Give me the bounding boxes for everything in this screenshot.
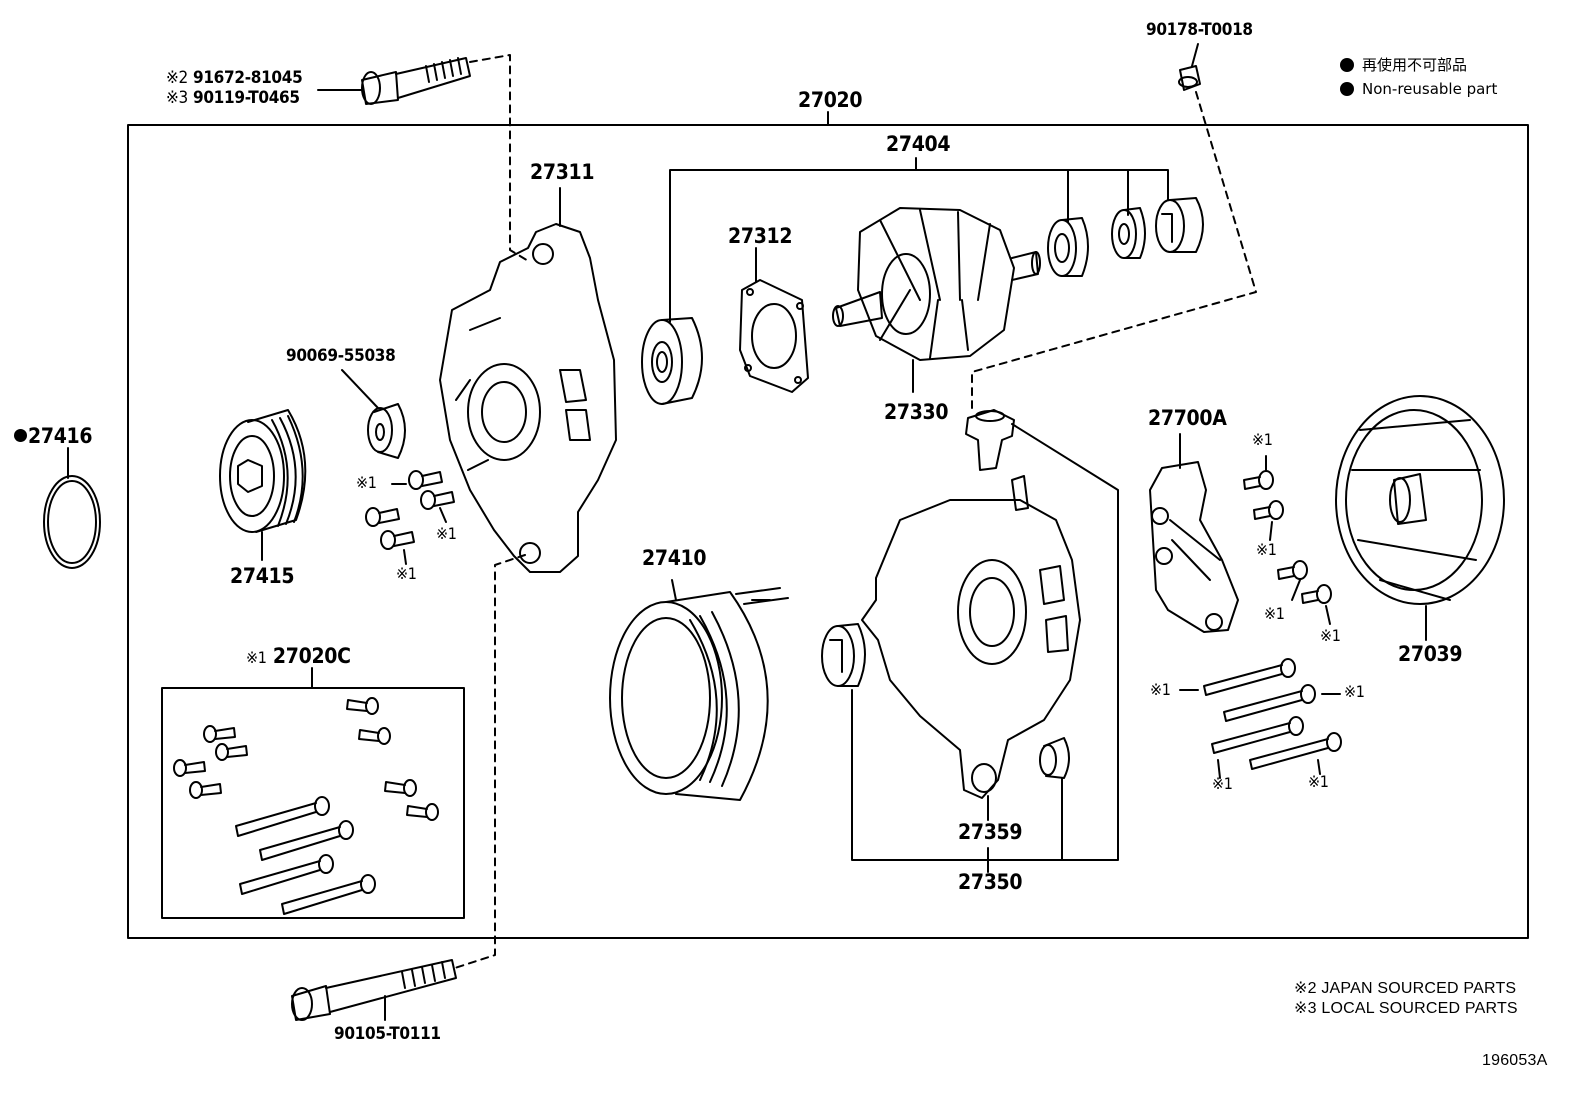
legend-line-1: 再使用不可部品 — [1362, 56, 1468, 74]
legend-non-reusable-en: Non-reusable part — [1340, 80, 1497, 98]
rear-end-frame — [861, 475, 1081, 821]
front-bearing — [641, 317, 703, 405]
o-ring — [43, 447, 101, 569]
marker-1: ※1 — [1212, 774, 1233, 793]
footnote-japan-sourced: ※2 JAPAN SOURCED PARTS — [1294, 980, 1517, 997]
label-27416-text: 27416 — [28, 424, 93, 448]
footnote-local-sourced: ※3 LOCAL SOURCED PARTS — [1294, 1000, 1518, 1017]
top-bolt — [317, 57, 471, 105]
label-27311: 27311 — [530, 160, 595, 184]
mark-2: ※2 — [166, 68, 188, 88]
rotor — [832, 207, 1041, 393]
label-27350: 27350 — [958, 870, 1023, 894]
marker-1: ※1 — [1252, 430, 1273, 449]
rear-bearing — [1047, 217, 1089, 277]
legend-dot-icon — [1340, 58, 1354, 72]
bracket-27404 — [669, 157, 1169, 323]
label-27359: 27359 — [958, 820, 1023, 844]
bracket-27350 — [851, 423, 1119, 873]
kit-mark: ※1 — [246, 648, 267, 667]
label-27700a: 27700A — [1148, 406, 1227, 430]
label-27312: 27312 — [728, 224, 793, 248]
bolt-dashed-path — [469, 54, 531, 263]
marker-1: ※1 — [1320, 626, 1341, 645]
regulator — [1149, 433, 1239, 633]
label-90119-t0465: ※3 90119-T0465 — [166, 90, 300, 107]
nut-dashed-path — [971, 91, 1257, 409]
nut — [1178, 43, 1201, 91]
label-27410: 27410 — [642, 546, 707, 570]
legend-line-2: Non-reusable part — [1362, 80, 1498, 98]
legend-non-reusable-jp: 再使用不可部品 — [1340, 54, 1467, 75]
small-screws — [365, 470, 455, 565]
bottom-bolt — [291, 959, 457, 1021]
label-27039: 27039 — [1398, 642, 1463, 666]
retainer-plate — [739, 247, 809, 393]
seal-ring — [821, 623, 866, 687]
marker-1: ※1 — [1308, 772, 1329, 791]
long-bolts — [1179, 658, 1342, 779]
label-91672-text: 91672-81045 — [192, 68, 303, 88]
kit-screws — [173, 697, 439, 915]
rear-cover — [1335, 395, 1505, 641]
assembly-frame — [127, 124, 1529, 939]
label-90069-55038: 90069-55038 — [286, 346, 396, 366]
bearing-retainer — [1155, 197, 1204, 253]
label-27404: 27404 — [886, 132, 951, 156]
label-90178-t0018: 90178-T0018 — [1146, 20, 1253, 40]
marker-1: ※1 — [1264, 604, 1285, 623]
label-27020c: ※1 27020C — [246, 646, 351, 667]
label-27416: 27416 — [14, 424, 93, 448]
label-27330: 27330 — [884, 400, 949, 424]
bearing-cover — [1111, 207, 1146, 259]
stator — [609, 579, 789, 801]
non-reusable-dot-icon — [14, 429, 27, 442]
marker-1: ※1 — [356, 473, 377, 492]
drive-end-frame — [439, 187, 617, 573]
terminal-insulator — [965, 409, 1015, 471]
mark-3: ※3 — [166, 88, 188, 108]
regulator-screws — [1243, 455, 1332, 625]
assembly-number: 27020 — [798, 88, 863, 112]
legend-dot-icon — [1340, 82, 1354, 96]
marker-1: ※1 — [436, 524, 457, 543]
label-27415: 27415 — [230, 564, 295, 588]
bolt-dashed-path — [454, 554, 526, 969]
washer — [341, 369, 406, 459]
bushing — [1039, 737, 1070, 779]
label-91672-81045: ※2 91672-81045 — [166, 68, 303, 88]
marker-1: ※1 — [1344, 682, 1365, 701]
label-90105-t0111: 90105-T0111 — [334, 1024, 441, 1044]
kit-number: 27020C — [272, 644, 351, 668]
figure-id: 196053A — [1482, 1052, 1548, 1069]
pulley — [219, 409, 307, 561]
marker-1: ※1 — [1256, 540, 1277, 559]
label-90119-text: 90119-T0465 — [192, 88, 300, 108]
marker-1: ※1 — [396, 564, 417, 583]
marker-1: ※1 — [1150, 680, 1171, 699]
